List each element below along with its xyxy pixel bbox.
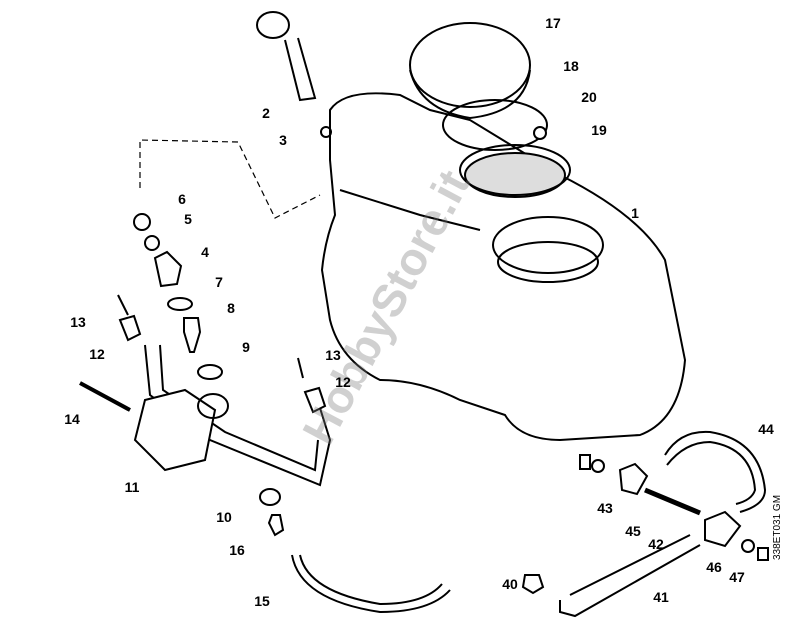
part-label: 13 [325, 347, 341, 363]
part-label: 43 [597, 500, 613, 516]
part-label: 47 [729, 569, 745, 585]
part-label: 8 [227, 300, 235, 316]
tank-bracket [144, 344, 332, 487]
part-label: 20 [581, 89, 597, 105]
part-label: 13 [70, 314, 86, 330]
part-label: 3 [279, 132, 287, 148]
cap-seal [442, 99, 548, 151]
fuel-hose [291, 554, 451, 614]
part-label: 40 [502, 576, 518, 592]
part-label: 15 [254, 593, 270, 609]
part-label: 5 [184, 211, 192, 227]
part-label: 44 [758, 421, 774, 437]
strainer [464, 152, 566, 198]
part-label: 45 [625, 523, 641, 539]
tank-neck [492, 216, 604, 274]
part-label: 4 [201, 244, 209, 260]
filler-cap [409, 22, 531, 108]
part-label: 1 [631, 205, 639, 221]
fuel-pickup [256, 11, 290, 39]
part-label: 12 [89, 346, 105, 362]
fuel-line [664, 430, 767, 513]
part-label: 19 [591, 122, 607, 138]
part-label: 17 [545, 15, 561, 31]
part-label: 41 [653, 589, 669, 605]
part-label: 42 [648, 536, 664, 552]
part-label: 6 [178, 191, 186, 207]
part-label: 9 [242, 339, 250, 355]
part-label: 14 [64, 411, 80, 427]
drawing-code: 338ET031 GM [772, 494, 783, 560]
part-label: 7 [215, 274, 223, 290]
part-label: 16 [229, 542, 245, 558]
part-label: 12 [335, 374, 351, 390]
part-label: 18 [563, 58, 579, 74]
part-label: 10 [216, 509, 232, 525]
part-label: 46 [706, 559, 722, 575]
part-label: 2 [262, 105, 270, 121]
part-label: 11 [124, 479, 140, 495]
